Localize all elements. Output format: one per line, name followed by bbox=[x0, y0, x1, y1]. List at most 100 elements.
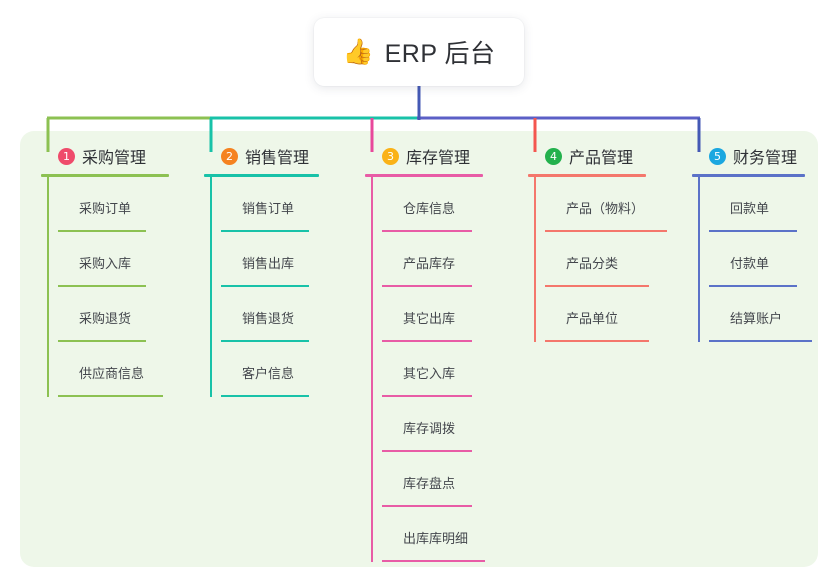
column-header-5[interactable]: 5 财务管理 bbox=[692, 143, 805, 169]
list-item-label: 客户信息 bbox=[242, 366, 295, 381]
column-title: 销售管理 bbox=[245, 150, 310, 167]
column-2: 2 销售管理销售订单销售出库销售退货客户信息 bbox=[204, 143, 319, 397]
column-items: 采购订单采购入库采购退货供应商信息 bbox=[41, 177, 169, 397]
list-item-underline bbox=[382, 505, 472, 507]
list-item-underline bbox=[709, 285, 797, 287]
column-header-4[interactable]: 4 产品管理 bbox=[528, 143, 646, 169]
column-spine bbox=[371, 177, 373, 562]
list-item[interactable]: 其它入库 bbox=[382, 342, 483, 397]
list-item-underline bbox=[58, 230, 146, 232]
column-badge-icon: 2 bbox=[221, 147, 238, 165]
column-title: 财务管理 bbox=[733, 150, 798, 167]
column-underline bbox=[528, 174, 646, 177]
list-item-label: 回款单 bbox=[730, 201, 770, 216]
column-badge-icon: 3 bbox=[382, 147, 399, 165]
column-badge-icon: 4 bbox=[545, 147, 562, 165]
column-items: 回款单付款单结算账户 bbox=[692, 177, 812, 342]
list-item-underline bbox=[58, 340, 146, 342]
list-item-underline bbox=[709, 340, 812, 342]
column-spine bbox=[534, 177, 536, 342]
thumbs-up-icon: 👍 bbox=[342, 37, 374, 66]
list-item-underline bbox=[382, 560, 485, 562]
list-item-underline bbox=[382, 450, 472, 452]
list-item[interactable]: 采购退货 bbox=[58, 287, 169, 342]
column-3: 3 库存管理仓库信息产品库存其它出库其它入库库存调拨库存盘点出库库明细 bbox=[365, 143, 485, 562]
list-item[interactable]: 产品库存 bbox=[382, 232, 483, 287]
list-item[interactable]: 结算账户 bbox=[709, 287, 812, 342]
list-item[interactable]: 采购入库 bbox=[58, 232, 169, 287]
list-item[interactable]: 产品单位 bbox=[545, 287, 649, 342]
diagram-background-panel bbox=[20, 131, 818, 567]
list-item-label: 产品库存 bbox=[403, 256, 456, 271]
column-items: 产品（物料） 产品分类产品单位 bbox=[528, 177, 667, 342]
column-header-3[interactable]: 3 库存管理 bbox=[365, 143, 483, 169]
list-item-label: 产品单位 bbox=[566, 311, 619, 326]
column-title: 产品管理 bbox=[569, 150, 634, 167]
list-item-label: 付款单 bbox=[730, 256, 770, 271]
list-item-label: 销售订单 bbox=[242, 201, 295, 216]
list-item-underline bbox=[545, 340, 649, 342]
column-spine bbox=[210, 177, 212, 397]
list-item[interactable]: 库存盘点 bbox=[382, 452, 483, 507]
list-item[interactable]: 出库库明细 bbox=[382, 507, 485, 562]
list-item-label: 供应商信息 bbox=[79, 366, 145, 381]
column-underline bbox=[692, 174, 805, 177]
list-item-underline bbox=[382, 340, 472, 342]
list-item-label: 采购订单 bbox=[79, 201, 132, 216]
list-item[interactable]: 仓库信息 bbox=[382, 177, 483, 232]
column-underline bbox=[41, 174, 169, 177]
column-4: 4 产品管理产品（物料） 产品分类产品单位 bbox=[528, 143, 667, 342]
list-item-label: 结算账户 bbox=[730, 311, 783, 326]
list-item-label: 销售出库 bbox=[242, 256, 295, 271]
column-items: 销售订单销售出库销售退货客户信息 bbox=[204, 177, 319, 397]
list-item-label: 仓库信息 bbox=[403, 201, 456, 216]
list-item-label: 其它出库 bbox=[403, 311, 456, 326]
column-header-2[interactable]: 2 销售管理 bbox=[204, 143, 319, 169]
list-item-underline bbox=[382, 395, 472, 397]
column-title: 采购管理 bbox=[82, 150, 147, 167]
list-item[interactable]: 其它出库 bbox=[382, 287, 483, 342]
list-item[interactable]: 客户信息 bbox=[221, 342, 319, 397]
list-item-underline bbox=[545, 285, 649, 287]
list-item-underline bbox=[221, 285, 309, 287]
column-underline bbox=[365, 174, 483, 177]
list-item[interactable]: 付款单 bbox=[709, 232, 805, 287]
column-items: 仓库信息产品库存其它出库其它入库库存调拨库存盘点出库库明细 bbox=[365, 177, 485, 562]
list-item-underline bbox=[709, 230, 797, 232]
list-item-label: 出库库明细 bbox=[403, 531, 469, 546]
list-item-label: 销售退货 bbox=[242, 311, 295, 326]
column-5: 5 财务管理回款单付款单结算账户 bbox=[692, 143, 812, 342]
column-underline bbox=[204, 174, 319, 177]
column-badge-icon: 5 bbox=[709, 147, 726, 165]
list-item-label: 产品分类 bbox=[566, 256, 619, 271]
list-item-label: 采购入库 bbox=[79, 256, 132, 271]
list-item-label: 采购退货 bbox=[79, 311, 132, 326]
list-item-label: 库存盘点 bbox=[403, 476, 456, 491]
list-item-underline bbox=[545, 230, 667, 232]
list-item[interactable]: 销售出库 bbox=[221, 232, 319, 287]
root-node-title: ERP 后台 bbox=[384, 40, 496, 68]
column-spine bbox=[698, 177, 700, 342]
list-item-underline bbox=[58, 285, 146, 287]
column-spine bbox=[47, 177, 49, 397]
list-item[interactable]: 回款单 bbox=[709, 177, 805, 232]
column-title: 库存管理 bbox=[406, 150, 471, 167]
list-item[interactable]: 产品分类 bbox=[545, 232, 649, 287]
list-item-underline bbox=[58, 395, 163, 397]
list-item[interactable]: 采购订单 bbox=[58, 177, 169, 232]
list-item[interactable]: 库存调拨 bbox=[382, 397, 483, 452]
list-item[interactable]: 产品（物料） bbox=[545, 177, 667, 232]
list-item-label: 库存调拨 bbox=[403, 421, 456, 436]
list-item-underline bbox=[221, 230, 309, 232]
list-item-label: 其它入库 bbox=[403, 366, 456, 381]
list-item[interactable]: 供应商信息 bbox=[58, 342, 169, 397]
list-item[interactable]: 销售订单 bbox=[221, 177, 319, 232]
list-item-underline bbox=[221, 340, 309, 342]
list-item[interactable]: 销售退货 bbox=[221, 287, 319, 342]
root-node-erp-backend[interactable]: 👍 ERP 后台 bbox=[314, 18, 524, 86]
list-item-label: 产品（物料） bbox=[566, 201, 645, 216]
list-item-underline bbox=[382, 230, 472, 232]
